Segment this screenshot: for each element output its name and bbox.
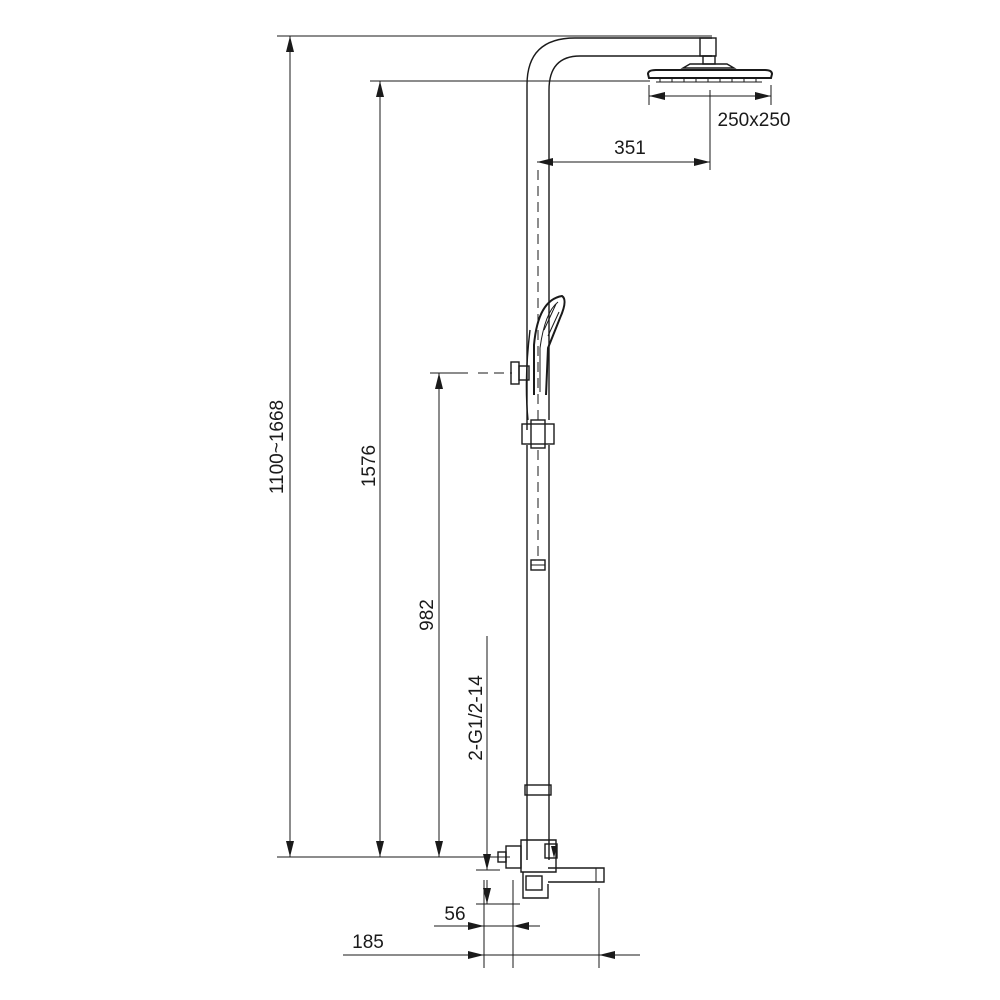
label-head-size: 250x250 [718, 110, 791, 131]
label-spout-reach: 185 [352, 932, 384, 953]
label-spout-offset: 56 [444, 904, 465, 925]
label-divert-height: 982 [417, 599, 438, 631]
label-total-height: 1100~1668 [267, 400, 288, 494]
label-head-height: 1576 [359, 445, 380, 487]
dimension-spout-reach: 185 [343, 932, 640, 959]
shower-head-nozzles [659, 78, 757, 82]
dimension-divert-height: 982 [417, 373, 443, 857]
mixer-valve [478, 839, 605, 899]
dimension-spout-offset: 56 [434, 904, 540, 930]
label-arm-reach: 351 [614, 138, 646, 159]
overhead-shower-head [646, 37, 774, 83]
extension-lines [277, 35, 772, 968]
label-connection: 2-G1/2-14 [466, 675, 487, 761]
dimension-connection: 2-G1/2-14 [466, 636, 491, 904]
hand-shower [510, 294, 566, 449]
riser-pipe [524, 37, 712, 860]
dimension-arm-reach: 351 [537, 138, 710, 166]
dimension-head-height: 1576 [359, 81, 384, 857]
dimension-total-height: 1100~1668 [267, 36, 294, 857]
dimension-head-size: 250x250 [649, 92, 790, 131]
